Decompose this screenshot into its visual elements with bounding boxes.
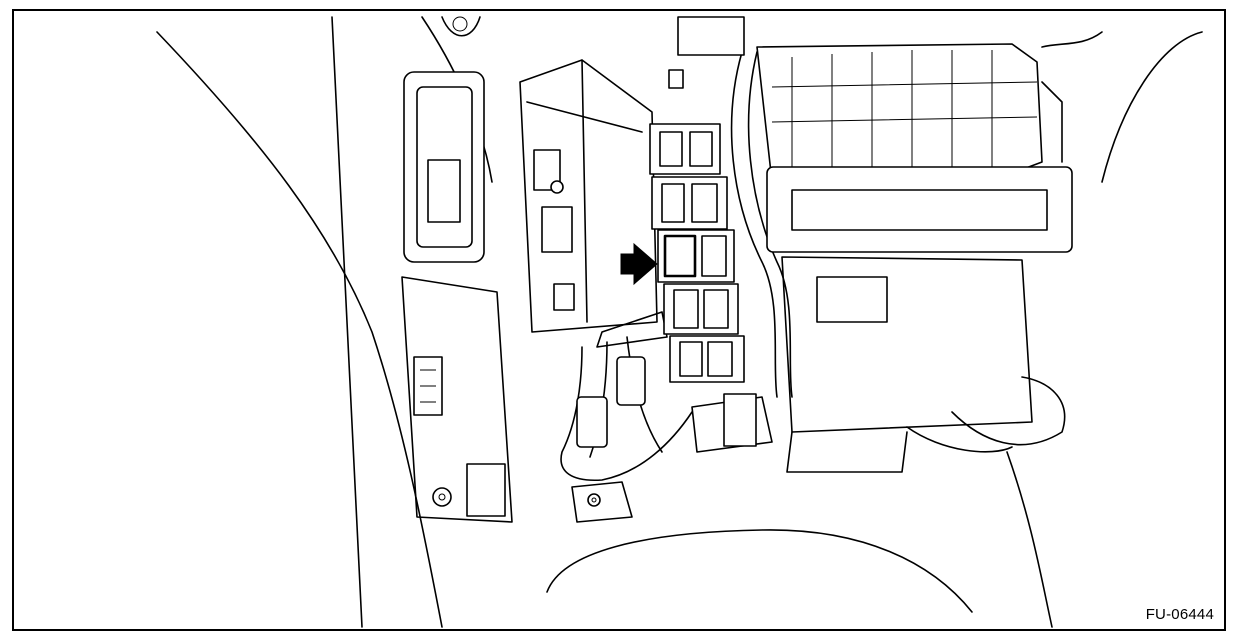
left-trim-panel xyxy=(331,16,513,628)
blower-unit xyxy=(756,31,1103,628)
console-edge xyxy=(1101,31,1203,183)
wiring-harness xyxy=(560,51,793,482)
floor-contour xyxy=(546,529,973,613)
illustration-frame: FU-06444 xyxy=(12,9,1226,631)
pillar-edge-line xyxy=(156,31,443,628)
relay-block xyxy=(649,16,745,383)
right-arrow-icon xyxy=(620,242,658,286)
figure-id-label: FU-06444 xyxy=(1145,606,1214,623)
line-drawing xyxy=(156,16,1203,628)
lower-bracket xyxy=(571,481,633,523)
control-module xyxy=(519,59,668,348)
